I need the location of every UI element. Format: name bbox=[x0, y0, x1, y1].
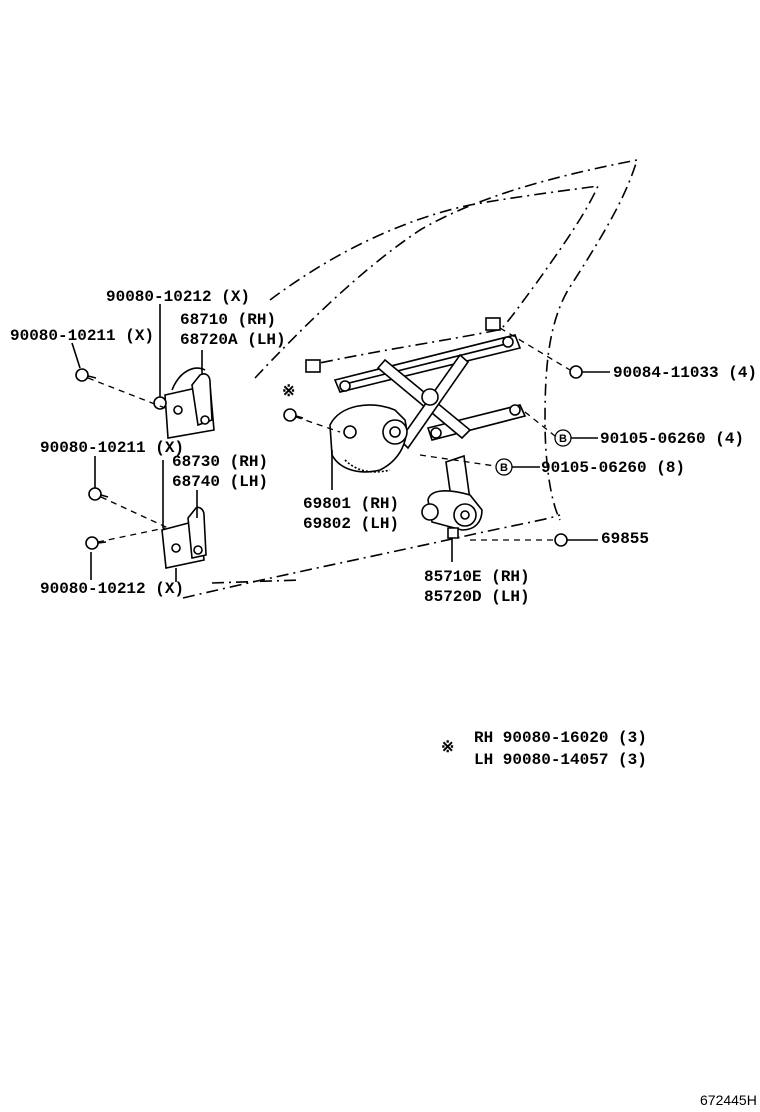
window-regulator bbox=[329, 404, 408, 473]
diagram-code: 672445H bbox=[700, 1092, 757, 1108]
label-bolt-b-lower: 90105-06260 (8) bbox=[541, 459, 685, 477]
bolt-icon-right bbox=[569, 365, 583, 379]
note-symbol-marker: ※ bbox=[282, 383, 295, 401]
label-bolt-hinge-upper-left: 90080-10211 (X) bbox=[10, 327, 154, 345]
label-bolt-b-upper: 90105-06260 (4) bbox=[600, 430, 744, 448]
leader-lines bbox=[71, 304, 610, 582]
label-hinge-lower-lh: 68740 (LH) bbox=[172, 473, 268, 491]
label-bolt-hinge-upper-top: 90080-10212 (X) bbox=[106, 288, 250, 306]
svg-text:B: B bbox=[559, 433, 567, 445]
regulator-motor bbox=[421, 454, 483, 539]
label-regulator-lh: 69802 (LH) bbox=[303, 515, 399, 533]
label-motor-lh: 85720D (LH) bbox=[424, 588, 530, 606]
label-hinge-lower-rh: 68730 (RH) bbox=[172, 453, 268, 471]
label-hinge-upper-rh: 68710 (RH) bbox=[180, 311, 276, 329]
regulator-arms bbox=[376, 353, 472, 450]
bolt-icon-regulator bbox=[283, 408, 304, 422]
regulator-rail-lower bbox=[426, 404, 527, 441]
label-regulator-rh: 69801 (RH) bbox=[303, 495, 399, 513]
regulator-rail-upper bbox=[333, 334, 522, 393]
label-motor-rh: 85710E (RH) bbox=[424, 568, 530, 586]
b-marker-lower: B bbox=[495, 458, 513, 476]
hinge-upper bbox=[164, 367, 215, 439]
bolt-icon-lower-top bbox=[88, 487, 109, 501]
bolt-icon-upper-top bbox=[153, 388, 167, 410]
b-marker-upper: B bbox=[554, 429, 572, 447]
label-hinge-upper-lh: 68720A (LH) bbox=[180, 331, 286, 349]
svg-text:B: B bbox=[500, 462, 508, 474]
note-lh: LH 90080-14057 (3) bbox=[474, 751, 647, 769]
bolt-icon-upper-left bbox=[75, 368, 97, 382]
label-clip: 69855 bbox=[601, 530, 649, 548]
note-rh: RH 90080-16020 (3) bbox=[474, 729, 647, 747]
clip-icon bbox=[554, 533, 568, 547]
label-bolt-hinge-lower-bottom: 90080-10212 (X) bbox=[40, 580, 184, 598]
bolt-icon-lower-bottom bbox=[85, 536, 107, 550]
label-bolt-regulator-top: 90084-11033 (4) bbox=[613, 364, 757, 382]
door-outline bbox=[182, 158, 639, 599]
rail-bracket-left-icon bbox=[305, 359, 321, 373]
note-symbol: ※ bbox=[441, 739, 454, 757]
label-bolt-hinge-lower-top: 90080-10211 (X) bbox=[40, 439, 184, 457]
hinge-lower bbox=[161, 506, 207, 569]
rail-bracket-upper-icon bbox=[485, 317, 501, 331]
